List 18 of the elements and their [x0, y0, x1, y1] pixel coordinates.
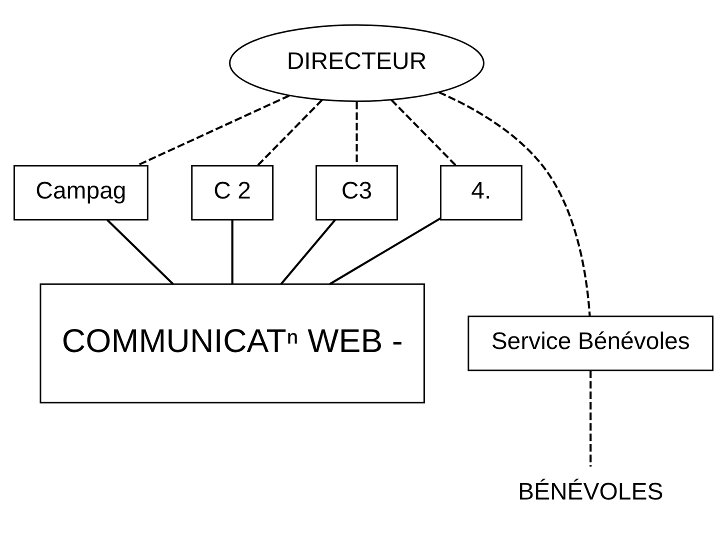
connector	[356, 102, 358, 166]
node-box: Service Bénévoles	[468, 316, 714, 372]
connector	[590, 370, 592, 467]
connector	[256, 99, 323, 166]
node-ellipse: DIRECTEUR	[229, 24, 484, 102]
connector	[390, 99, 457, 166]
connector	[106, 219, 174, 285]
connector	[438, 91, 591, 316]
node-text: BÉNÉVOLES	[518, 478, 664, 506]
connector	[329, 217, 442, 285]
node-box: C 2	[191, 165, 274, 220]
connector	[280, 219, 336, 285]
node-box: COMMUNICATⁿ WEB -	[40, 283, 425, 404]
node-box: 4.	[440, 165, 522, 220]
node-box: Campag	[14, 165, 148, 220]
node-box: C3	[316, 165, 398, 220]
connector	[136, 94, 290, 167]
connector	[231, 220, 234, 284]
